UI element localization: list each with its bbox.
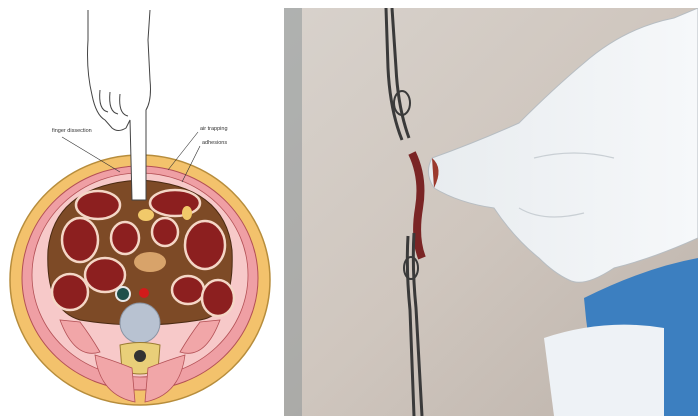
vertebral-body <box>120 303 160 343</box>
abdominal-cross-section-illustration <box>0 0 282 419</box>
cross-section-diagram: finger dissection air trapping adhesions <box>0 0 282 419</box>
label-air-trapping: air trapping <box>200 126 228 132</box>
label-adhesions: adhesions <box>202 140 227 146</box>
surgical-photo <box>284 8 698 416</box>
spinal-cord <box>133 349 147 363</box>
vena-cava <box>116 287 130 301</box>
white-drape <box>544 325 664 416</box>
aorta <box>139 288 149 298</box>
drape-edge-left <box>284 8 302 416</box>
surgical-photo-illustration <box>284 8 698 416</box>
label-finger-dissection: finger dissection <box>52 128 92 134</box>
